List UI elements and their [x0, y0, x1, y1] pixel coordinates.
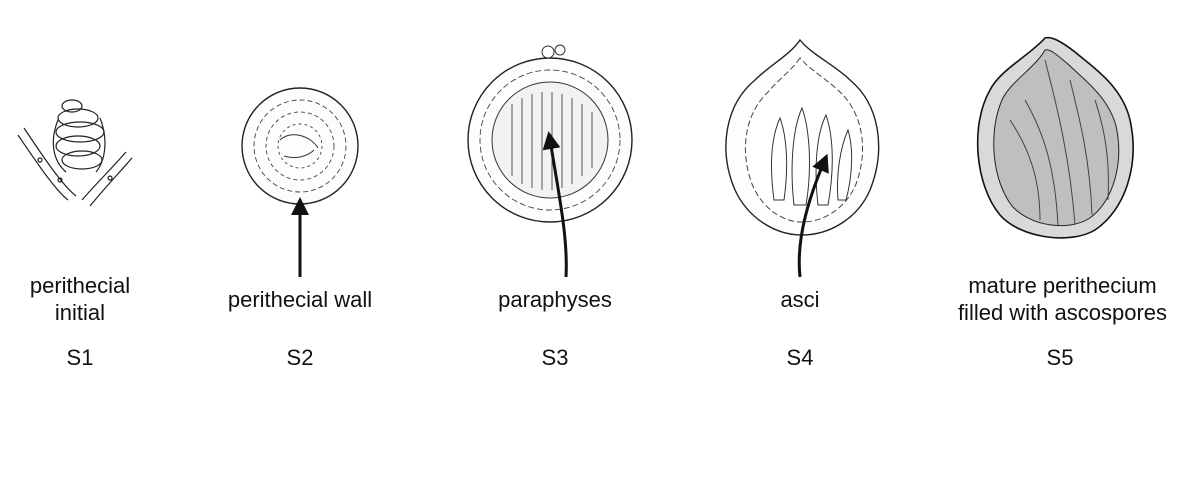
- stage-s4-id: S4: [786, 345, 814, 370]
- stage-s1-label: perithecial initial: [10, 272, 150, 326]
- stage-s5-label-line2: filled with ascospores: [957, 300, 1168, 325]
- stage-s4-label-line1: asci: [780, 287, 820, 312]
- stage-s5-id: S5: [1046, 345, 1074, 370]
- stage-s2-drawing: [241, 87, 359, 205]
- stage-s1-label-line2: initial: [54, 300, 106, 325]
- stage-s5-label-line1: mature perithecium: [968, 273, 1157, 298]
- stage-s1-drawing: [17, 99, 133, 207]
- stage-s1-label-line1: perithecial: [29, 273, 131, 298]
- stage-s1-id: S1: [66, 345, 94, 370]
- stage-s3-label: paraphyses: [470, 286, 640, 313]
- stage-s5-label: mature perithecium filled with ascospore…: [925, 272, 1200, 326]
- stage-s4-label: asci: [760, 286, 840, 313]
- arrow-s3: [542, 131, 568, 278]
- stage-s2-label: perithecial wall: [190, 286, 410, 313]
- stage-s3-drawing: [467, 44, 633, 223]
- stage-s2-label-line1: perithecial wall: [227, 287, 373, 312]
- stage-s3-id: S3: [541, 345, 569, 370]
- arrow-s4: [797, 153, 829, 278]
- stage-s2-id: S2: [286, 345, 314, 370]
- stage-s3-label-line1: paraphyses: [498, 287, 612, 312]
- stage-s4-drawing: [725, 38, 880, 236]
- stage-s5-drawing: [976, 36, 1134, 239]
